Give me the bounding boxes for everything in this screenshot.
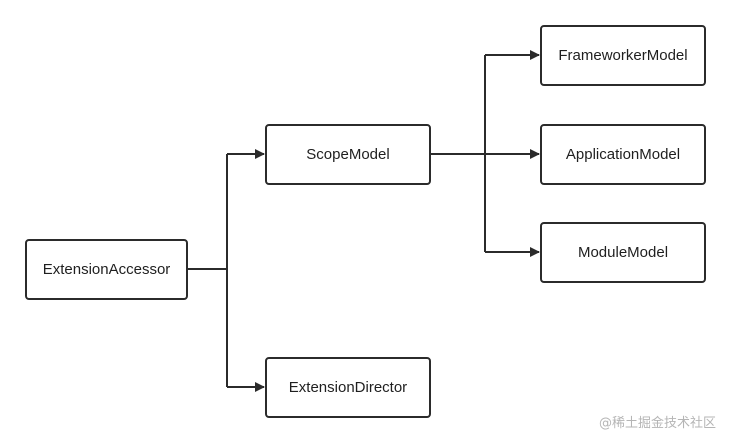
node-application-model: ApplicationModel [540, 124, 706, 185]
node-label: ModuleModel [577, 244, 669, 261]
node-label: ExtensionAccessor [42, 261, 171, 278]
node-label: ScopeModel [306, 146, 390, 163]
node-frameworker-model: FrameworkerModel [540, 25, 706, 86]
node-label: FrameworkerModel [558, 47, 688, 64]
node-label: ExtensionDirector [288, 379, 408, 396]
watermark-text: @稀土掘金技术社区 [598, 416, 716, 431]
node-extension-accessor: ExtensionAccessor [25, 239, 188, 300]
node-label: ApplicationModel [565, 146, 681, 163]
node-scope-model: ScopeModel [265, 124, 431, 185]
node-module-model: ModuleModel [540, 222, 706, 283]
node-extension-director: ExtensionDirector [265, 357, 431, 418]
